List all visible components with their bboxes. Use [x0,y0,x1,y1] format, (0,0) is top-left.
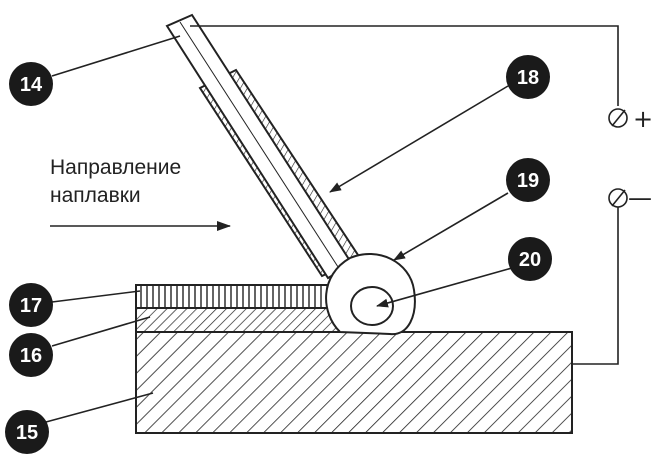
callout-16: 16 [9,333,53,377]
callout-17: 17 [9,283,53,327]
plus-terminal-slash [611,109,626,127]
leader-17 [51,290,141,303]
callout-18: 18 [506,55,550,99]
minus-terminal-slash [611,189,626,207]
callout-15: 15 [5,410,49,454]
leader-19 [393,192,509,261]
leader-18 [329,85,509,193]
callout-19-label: 19 [517,170,539,192]
callout-19: 19 [506,158,550,202]
minus-sign: — [628,184,652,212]
callout-20-label: 20 [519,249,541,271]
callout-18-label: 18 [517,67,539,89]
plus-sign: + [633,105,653,133]
callout-20: 20 [508,237,552,281]
circuit-wire-top [190,25,619,106]
leader-15 [45,392,154,423]
callout-14-label: 14 [20,74,43,96]
circuit-wire-bottom [572,207,619,365]
rod-inner-line [179,21,341,271]
leader-16 [51,316,151,347]
base-metal [135,331,573,434]
callout-16-label: 16 [20,345,42,367]
direction-label-line1: Направление [50,156,181,179]
deposited-layer [135,307,344,333]
leader-14 [51,35,181,77]
callout-17-label: 17 [20,295,42,317]
electrode-rod [165,13,354,280]
callout-15-label: 15 [16,422,38,444]
callout-14: 14 [9,62,53,106]
slag-crust [135,284,329,309]
leader-20 [376,267,513,308]
direction-label-line2: наплавки [50,184,141,207]
weld-pool [350,286,394,326]
